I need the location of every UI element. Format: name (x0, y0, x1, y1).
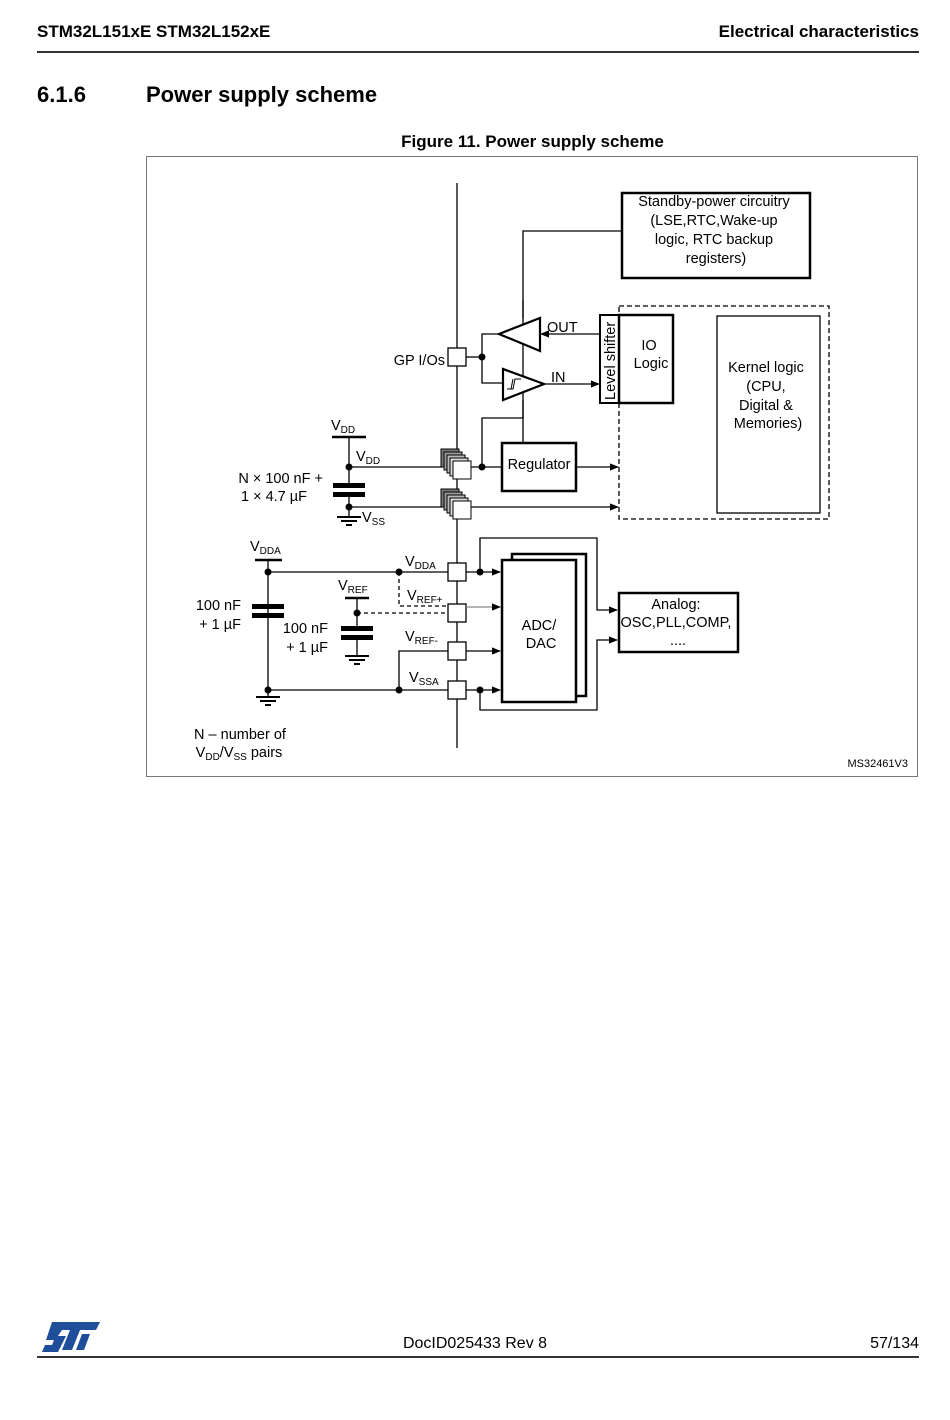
st-logo-icon (42, 1322, 100, 1352)
vref-ground-icon (345, 655, 369, 665)
analog-label: Analog: OSC,PLL,COMP, .... (621, 597, 736, 649)
output-buffer-icon (496, 316, 542, 353)
vdda-top-label: VDDA (250, 539, 281, 557)
vdd-capacitor-plate (333, 492, 365, 497)
vdd-capacitor-icon (333, 483, 365, 488)
out-label: OUT (547, 320, 578, 336)
vrefm-wire (398, 650, 448, 690)
section-number: 6.1.6 (37, 82, 86, 107)
vdd-top-label: VDD (331, 418, 355, 436)
io-supply-line (481, 400, 524, 465)
kernel-logic-label: Kernel logic (CPU, Digital & Memories) (728, 360, 808, 432)
header-doc-title: STM32L151xE STM32L152xE (37, 22, 271, 41)
ground-icon (337, 516, 361, 526)
regulator-label: Regulator (508, 457, 571, 473)
vref-top-label: VREF (338, 578, 368, 596)
standby-block (620, 191, 812, 280)
gpio-pad (447, 347, 467, 367)
core-domain-dashed (618, 305, 830, 520)
vdd-pin-label: VDD (356, 449, 380, 467)
io-logic-label: IO Logic (634, 338, 669, 372)
adc-dac-block (500, 558, 578, 704)
main-cap-label: N × 100 nF + 1 × 4.7 µF (238, 471, 327, 505)
vref-capacitor-plate (341, 635, 373, 640)
vrefm-pin-label: VREF- (405, 629, 438, 647)
vdda-capacitor-icon (252, 604, 284, 609)
vrefm-pad (447, 641, 467, 661)
analog-ground-icon (256, 696, 280, 706)
vssa-pad (447, 680, 467, 700)
schmitt-input-buffer-icon (501, 367, 548, 402)
footer-rule (37, 1356, 919, 1358)
level-shifter-label: Level shifter (603, 322, 619, 400)
figure-frame (146, 156, 918, 777)
in-label: IN (551, 370, 566, 386)
vdd-pad-stack-icon (440, 448, 472, 480)
figure-caption: Figure 11. Power supply scheme (401, 132, 664, 151)
vdda-capacitor-plate (252, 613, 284, 618)
gpio-buffer-wires (481, 333, 503, 384)
vref-cap-label: 100 nF + 1 µF (283, 621, 332, 656)
vss-pad-stack-icon (440, 488, 472, 520)
analog-vdda-arrow (479, 537, 618, 614)
vref-capacitor-icon (341, 626, 373, 631)
header-rule (37, 51, 919, 53)
figure-id-code: MS32461V3 (847, 758, 908, 770)
vss-pin-label: VSS (362, 510, 385, 528)
vssa-pin-label: VSSA (409, 670, 439, 688)
vdd-internal-junction (478, 463, 486, 471)
kernel-logic-block (716, 315, 821, 514)
footer-page-number: 57/134 (870, 1335, 919, 1352)
header-chapter-title: Electrical characteristics (718, 22, 919, 41)
vdda-pin-label: VDDA (405, 554, 436, 572)
regulator-block (500, 441, 578, 493)
analog-block (617, 591, 740, 654)
note-line-2: VDD/VSS pairs (196, 745, 283, 763)
adc-dac-label: ADC/ DAC (522, 618, 561, 652)
vrefp-pad (447, 603, 467, 623)
analog-vssa-arrow (479, 636, 618, 711)
vrefp-pin-label: VREF+ (407, 588, 443, 606)
standby-text: Standby-power circuitry (LSE,RTC,Wake-up… (638, 194, 794, 267)
vdda-pad (447, 562, 467, 582)
hysteresis-icon (507, 378, 521, 390)
gpio-label: GP I/Os (394, 353, 445, 369)
note-line-1: N – number of (194, 727, 287, 743)
power-supply-diagram: Standby-power circuitry (LSE,RTC,Wake-up… (194, 183, 908, 770)
section-title: Power supply scheme (146, 82, 378, 107)
vref-optional-link (398, 572, 448, 607)
footer-doc-id: DocID025433 Rev 8 (402, 1335, 548, 1352)
vdda-cap-label: 100 nF + 1 µF (196, 598, 245, 633)
io-logic-block (617, 313, 675, 405)
